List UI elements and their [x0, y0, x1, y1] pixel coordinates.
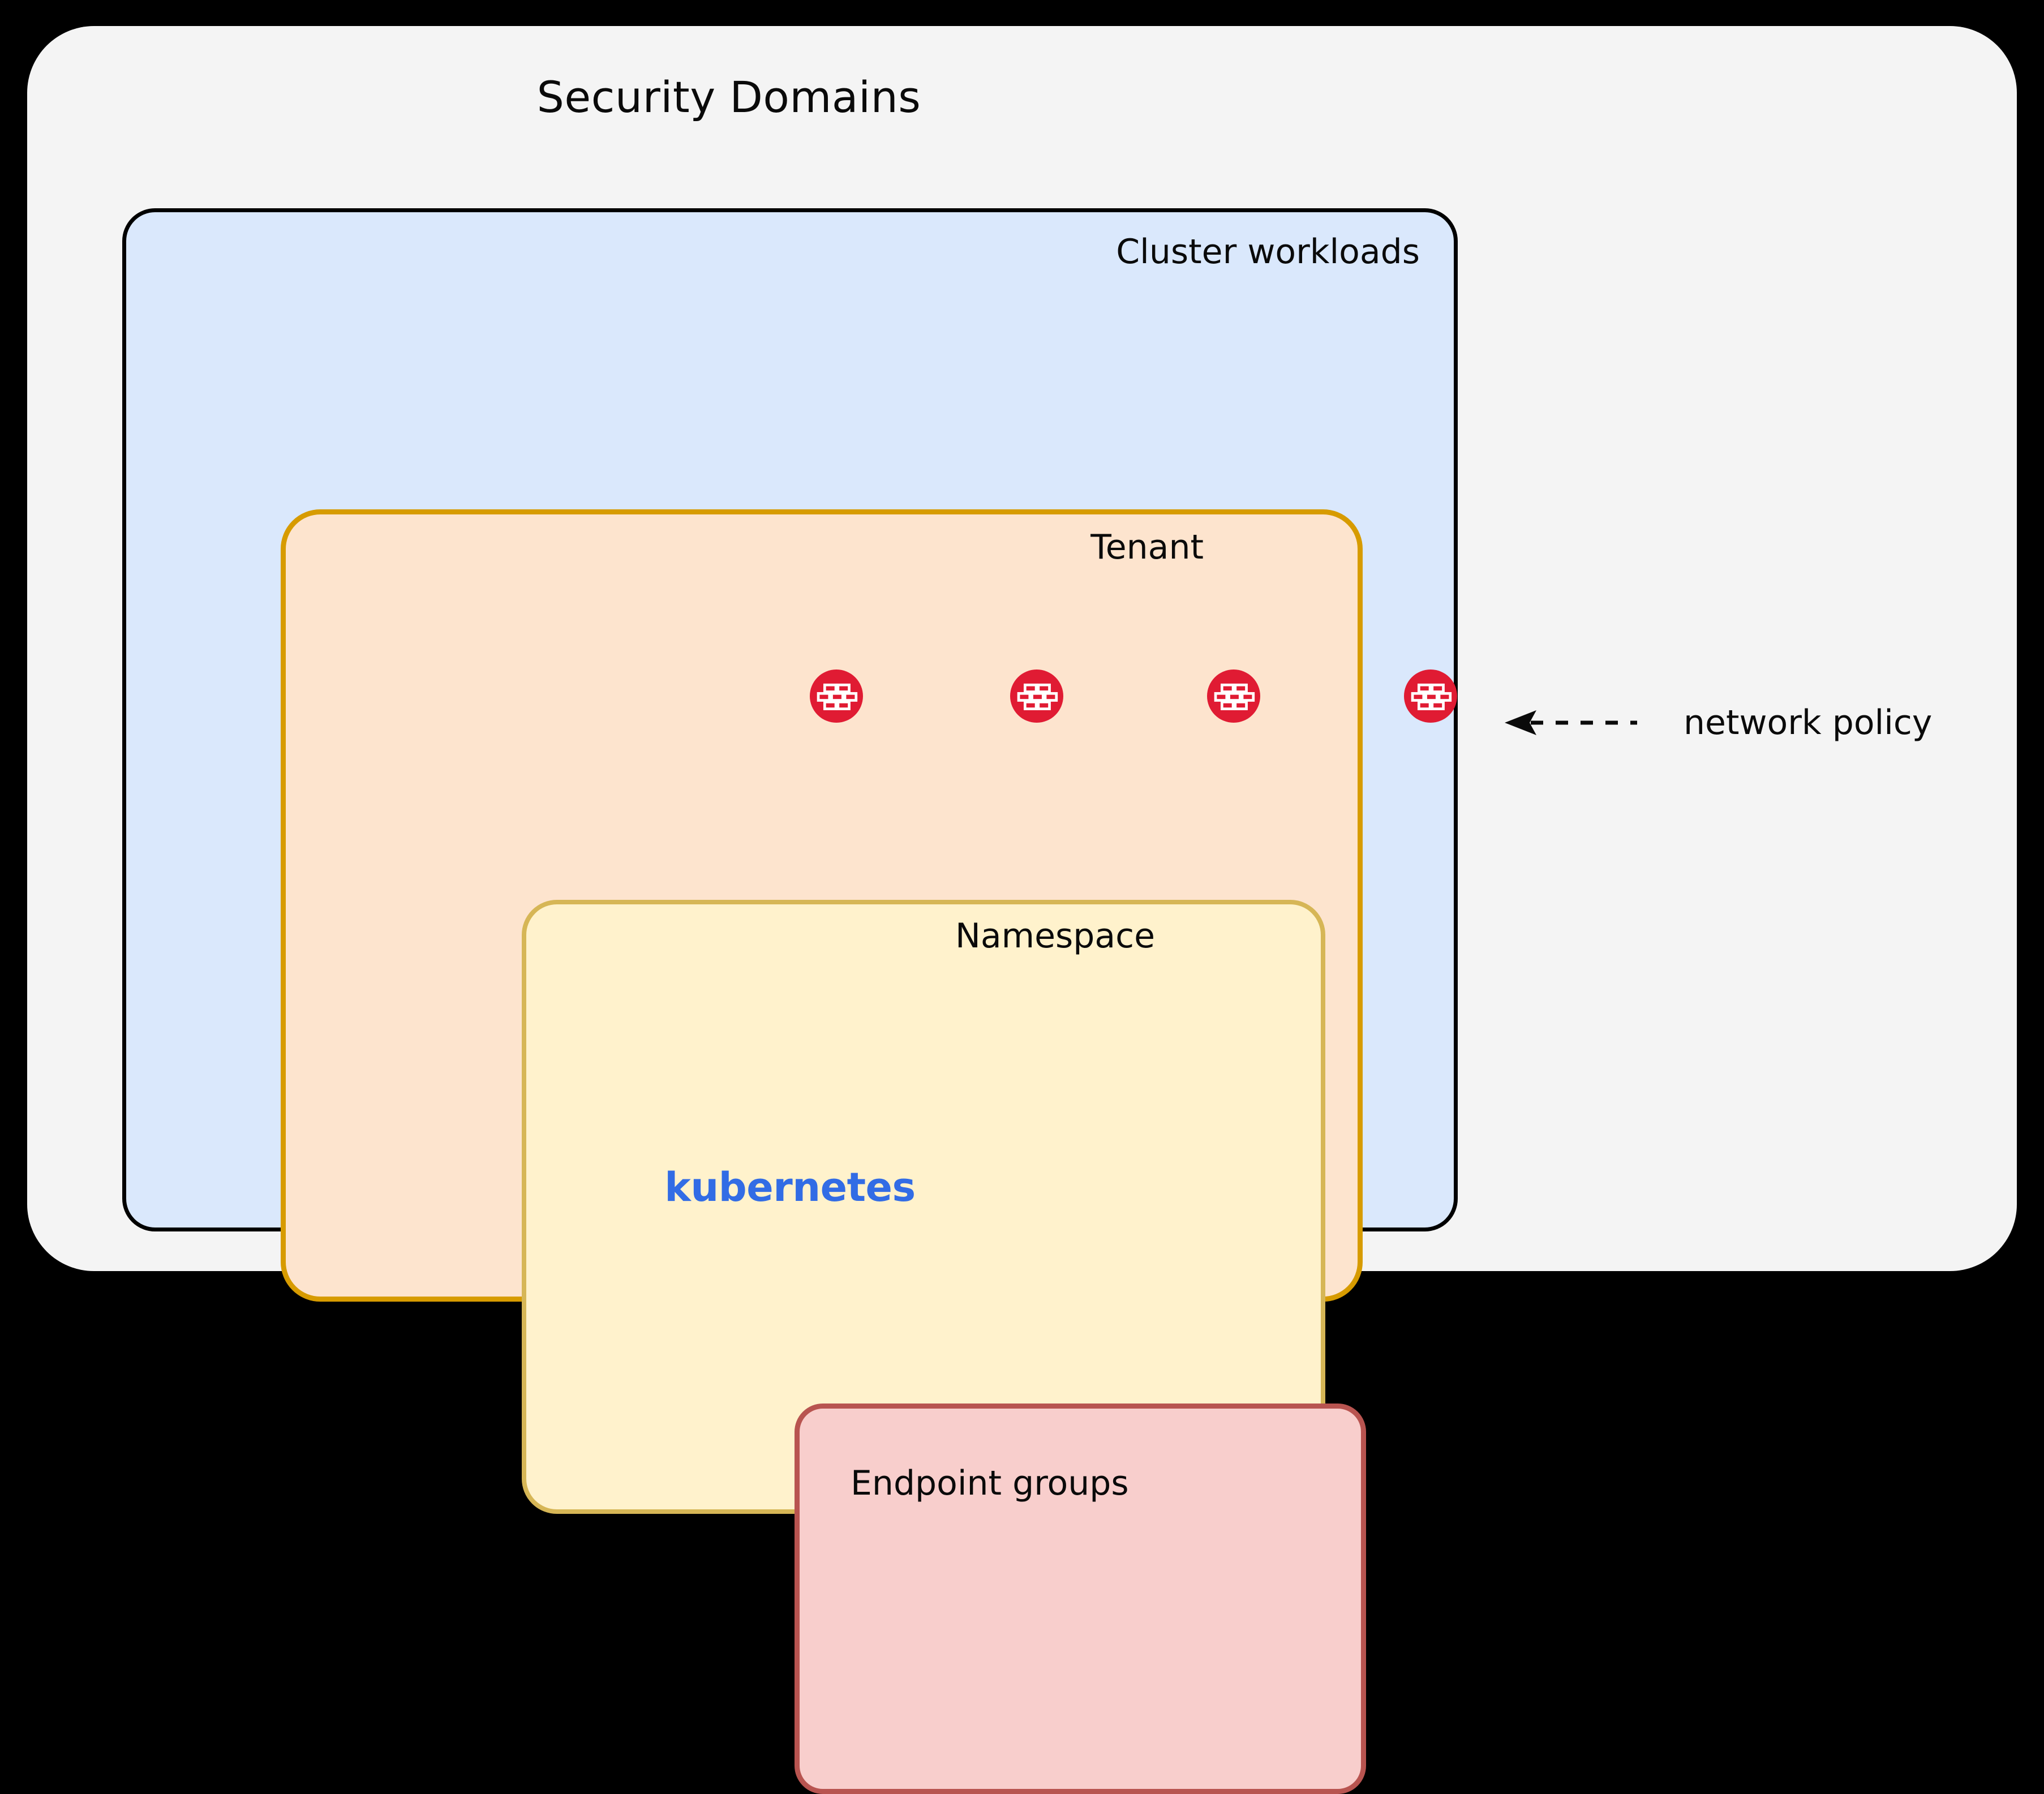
page-title: Security Domains [536, 72, 921, 122]
firewall-brick-wall-icon [1404, 669, 1457, 723]
domain-label-cluster-workloads: Cluster workloads [1116, 232, 1420, 272]
security-domains-panel: Security Domains Cluster workloads Tenan… [27, 26, 2017, 1794]
network-policy-label: network policy [1684, 703, 1933, 743]
firewall-brick-wall-icon [810, 669, 863, 723]
domain-label-endpoint-groups: Endpoint groups [851, 1463, 1129, 1503]
firewall-brick-wall-icon [1207, 669, 1260, 723]
firewall-brick-wall-icon [1010, 669, 1063, 723]
kubernetes-brand-label: kubernetes [664, 1164, 916, 1211]
network-policy-annotation: network policy [1501, 697, 1932, 749]
domain-box-endpoint-groups: Endpoint groups [795, 1404, 1366, 1794]
domain-label-tenant: Tenant [1090, 527, 1204, 567]
domain-label-namespace: Namespace [955, 916, 1155, 956]
dashed-left-arrow-icon [1501, 706, 1648, 740]
diagram-canvas: Security Domains Cluster workloads Tenan… [27, 26, 2017, 1794]
